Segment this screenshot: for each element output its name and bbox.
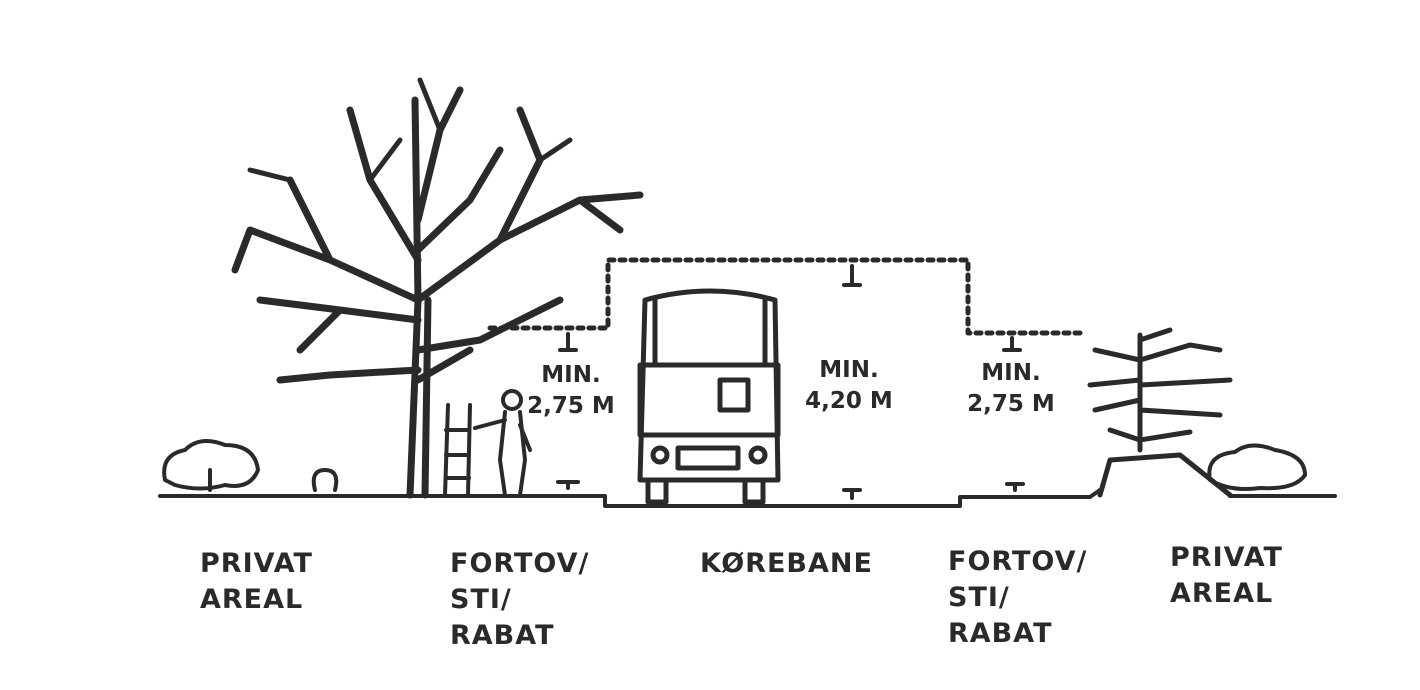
clearance-outline [487, 257, 1083, 336]
ground-line [158, 488, 1337, 508]
zone-label-private-left: PRIVAT AREAL [200, 548, 313, 615]
truck-icon [637, 288, 781, 505]
dimension-markers [556, 264, 1025, 500]
zone-label-roadway: KØREBANE [700, 548, 873, 579]
clearance-label-right-sidewalk: MIN. 2,75 M [967, 360, 1055, 417]
zone-label-private-right: PRIVAT AREAL [1170, 542, 1283, 609]
clearance-label-roadway: MIN. 4,20 M [805, 357, 893, 414]
zone-label-sidewalk-right: FORTOV/ STI/ RABAT [948, 546, 1088, 649]
person-with-ladder-icon [443, 389, 532, 497]
zone-label-sidewalk-left: FORTOV/ STI/ RABAT [450, 548, 590, 651]
tree-icon [231, 77, 644, 499]
clearance-label-left-sidewalk: MIN. 2,75 M [527, 362, 615, 419]
small-tree-icon [1087, 327, 1233, 498]
shrub-icon [162, 439, 1307, 492]
